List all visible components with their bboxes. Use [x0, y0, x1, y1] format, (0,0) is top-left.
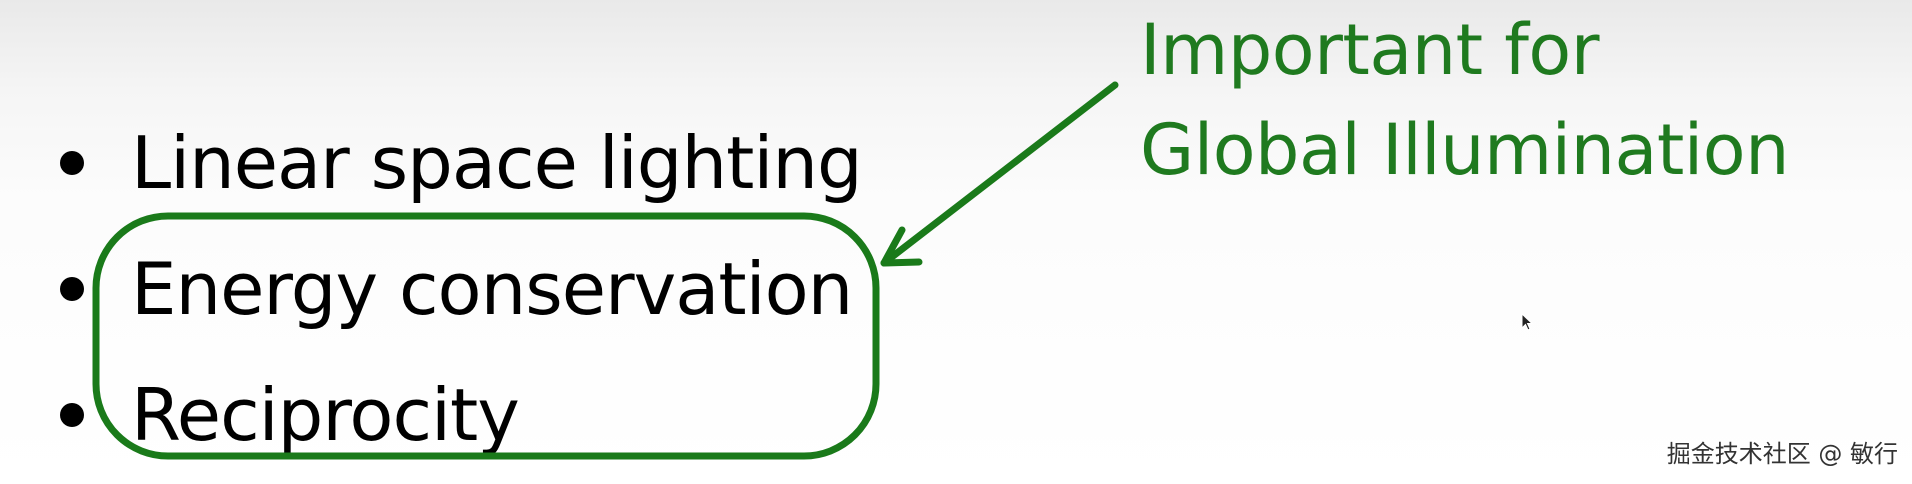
- bullet-item-energy-conservation: Energy conservation: [60, 226, 862, 352]
- callout-line-1: Important for: [1140, 9, 1600, 91]
- callout-arrow-shaft: [880, 81, 1119, 267]
- mouse-cursor-icon: [1521, 313, 1533, 331]
- callout-text: Important for Global Illumination: [1140, 0, 1789, 200]
- bullet-item-linear-space-lighting: Linear space lighting: [60, 100, 863, 226]
- bullet-dot-icon: [60, 277, 84, 301]
- callout-line-2: Global Illumination: [1140, 109, 1789, 191]
- bullet-label: Linear space lighting: [131, 121, 863, 205]
- bullet-list: Linear space lighting Energy conservatio…: [60, 100, 863, 478]
- bullet-label: Reciprocity: [131, 373, 520, 457]
- bullet-label: Energy conservation: [131, 247, 853, 331]
- bullet-dot-icon: [60, 151, 84, 175]
- watermark: 掘金技术社区 @ 敏行: [1666, 440, 1898, 468]
- bullet-item-reciprocity: Reciprocity: [60, 352, 862, 478]
- bullet-dot-icon: [60, 403, 84, 427]
- arrowhead-icon: [880, 226, 923, 267]
